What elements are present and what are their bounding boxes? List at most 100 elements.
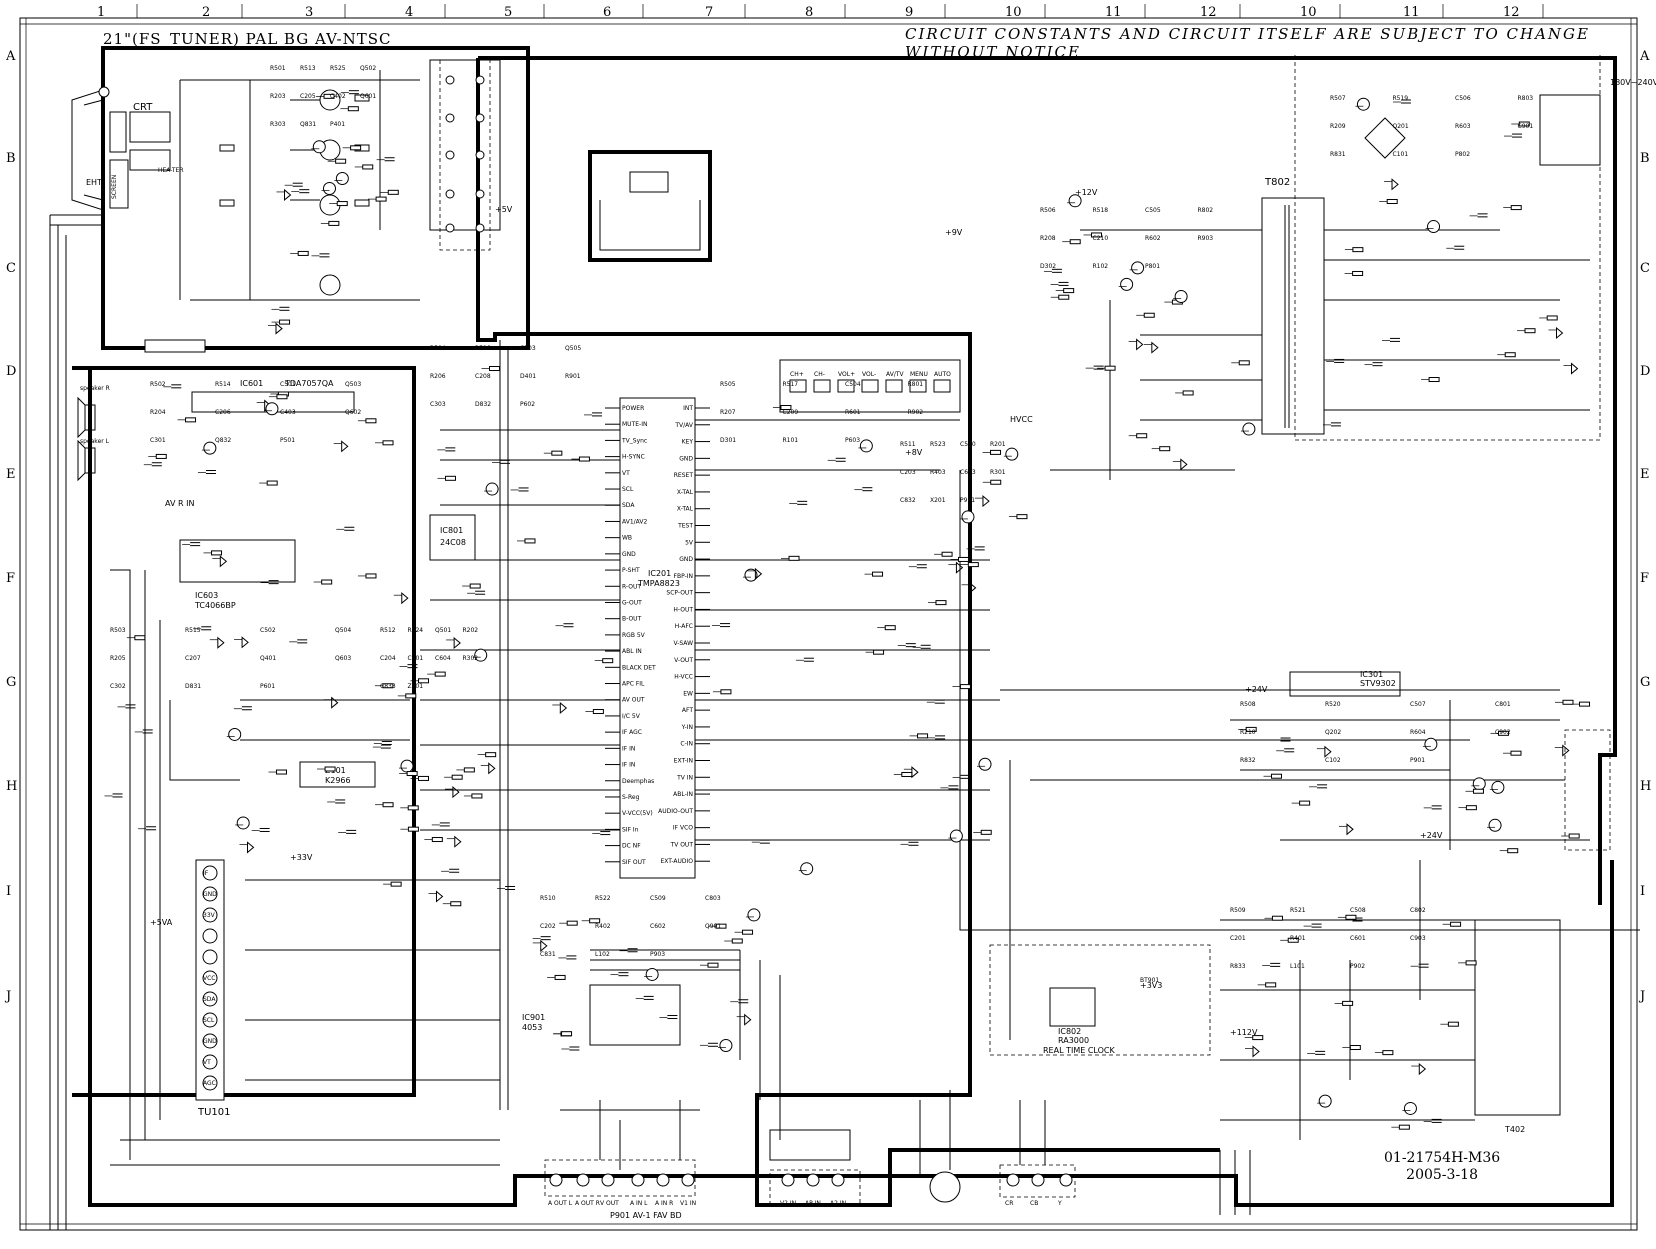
mains-switch [1539,94,1601,166]
part-ref-label: R207 [720,409,736,416]
ic201-pin-label: APC FIL [622,681,645,688]
ic201-pin-label: FBP-IN [674,573,693,580]
ic201-pin-label: TV/AV [674,422,694,429]
part-ref-label: R522 [595,895,611,902]
ic201-pin-label: BLACK DET [622,664,656,671]
part-ref-label: R302 [463,655,479,662]
part-ref-label: R604 [1410,729,1426,736]
part-ref-label: C509 [650,895,666,902]
ic201-pin-label: V-OUT [674,657,693,664]
ic201-pin-label: P-SHT [622,567,640,574]
part-ref-label: R833 [1230,963,1246,970]
part-ref-label: C102 [1325,757,1341,764]
row-marker: C [1640,261,1650,276]
part-ref-label: C403 [280,409,296,416]
column-marker: 10 [1005,5,1022,20]
part-ref-label: R602 [1145,235,1161,242]
ic601-ref: IC601 [240,379,263,388]
part-ref-label: C508 [1350,907,1366,914]
part-ref-label: C401 [408,655,424,662]
part-ref-label: R508 [1240,701,1256,708]
part-ref-label: R202 [463,627,479,634]
row-marker: G [1640,675,1650,690]
part-ref-label: P901 [1410,757,1425,764]
av-connectors [544,1129,1076,1207]
ic201-pin-label: GND [622,551,636,558]
part-ref-label: C209 [783,409,799,416]
part-ref-label: R512 [380,627,396,634]
ic201-pin-label: EXT-IN [674,758,693,765]
ic201-pin-label: IF AGC [622,729,642,736]
part-ref-label: Q501 [435,627,451,634]
row-marker: B [1640,151,1650,166]
key-switch-label: CH+ [790,371,804,378]
column-marker: 10 [1300,5,1317,20]
z101-part: K2966 [325,776,351,785]
crt-board-outline [101,46,530,350]
ic201-pin-label: X-TAL [677,489,694,496]
part-ref-label: C501 [280,381,296,388]
part-ref-label: R515 [185,627,201,634]
part-ref-label: R209 [1330,123,1346,130]
ic201-pin-label: ABL-IN [673,791,693,798]
av-jack-label: V2 IN [780,1200,796,1207]
ic201-pin-label: V-SAW [673,640,693,647]
part-ref-label: C202 [540,923,556,930]
ic201-pin-label: S-Reg [622,794,640,801]
ic201-pin-label: WB [622,535,632,542]
part-ref-label: R516 [475,345,491,352]
row-marker: H [6,779,17,794]
column-marker: 11 [1403,5,1420,20]
ic901-body [589,984,681,1046]
part-ref-label: C402 [330,93,346,100]
part-ref-label: R832 [1240,757,1256,764]
av-r-in-label: AV R IN [165,499,194,508]
ic801-part: 24C08 [440,538,466,547]
ic201-pin-label: INT [683,405,693,412]
part-ref-label: R507 [1330,95,1346,102]
part-ref-label: C303 [430,401,446,408]
row-marker: F [1640,571,1649,586]
part-ref-label: C302 [110,683,126,690]
part-ref-label: R402 [595,923,611,930]
part-ref-label: C603 [960,469,976,476]
part-ref-label: R206 [430,373,446,380]
ic201-pin-label: I/C 5V [622,713,641,720]
part-ref-label: R509 [1230,907,1246,914]
part-ref-label: C802 [1410,907,1426,914]
ic201-pin-label: DC NF [622,843,641,850]
row-marker: J [4,989,11,1004]
ic201-pin-label: EXT-AUDIO [660,858,693,865]
ic201-pin-label: ABL IN [622,648,642,655]
part-ref-label: P401 [330,121,345,128]
ic603-ref: IC603 [195,591,218,600]
supply-rail-label: +24V [1245,685,1268,694]
supply-rail-label: +112V [1230,1028,1258,1037]
key-switch-label: AUTO [934,371,951,378]
mains-label: 180V~240V [1610,78,1656,87]
ic201-pin-label: TV IN [676,774,693,781]
part-ref-label: Q602 [345,409,361,416]
ic201-pin-label: SCP-OUT [666,590,693,597]
tuner-pin-label: IF [203,870,209,877]
part-ref-label: C604 [435,655,451,662]
z101-body [299,761,376,788]
row-marker: E [6,467,16,482]
part-ref-label: R303 [270,121,286,128]
ic201-pin-label: TEST [677,523,693,530]
part-ref-label: C901 [1518,123,1534,130]
ic201-pin-label: MUTE-IN [622,421,647,428]
row-marker: H [1640,779,1651,794]
part-ref-label: L101 [1290,963,1305,970]
part-ref-label: R203 [270,93,286,100]
av-jack-label: Y [1057,1200,1062,1207]
ic201-pin-label: H-AFC [675,623,693,630]
part-ref-label: R102 [1093,263,1109,270]
part-ref-label: Z201 [408,683,424,690]
ic201-pin-label: EW [683,690,693,697]
column-marker: 8 [805,5,813,20]
part-ref-label: C208 [475,373,491,380]
part-ref-label: R204 [150,409,166,416]
part-ref-label: R519 [1393,95,1409,102]
heater-label: HEA-TER [158,167,184,174]
